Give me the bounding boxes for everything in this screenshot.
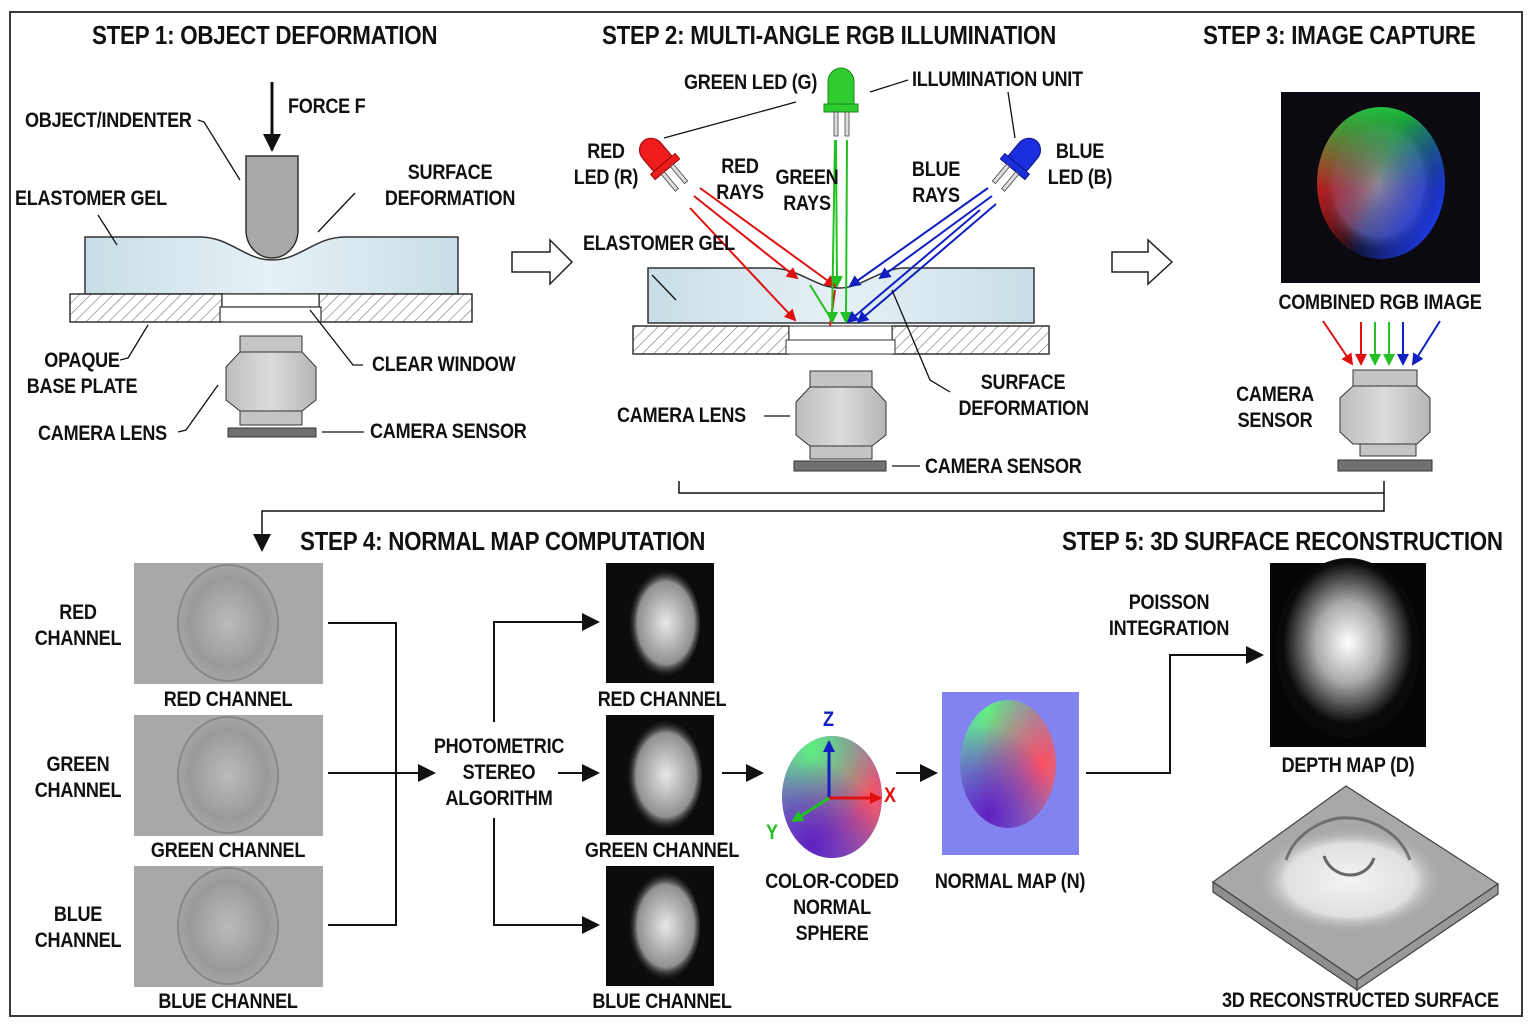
clear-window-lower xyxy=(219,306,322,323)
camera-sensor xyxy=(227,427,317,438)
output-red-channel-image xyxy=(606,563,714,683)
input-blue-channel-image xyxy=(134,866,323,987)
red-rays-label: RED RAYS xyxy=(716,155,764,204)
poisson-integration-label: POISSON INTEGRATION xyxy=(1108,591,1230,640)
input-red-channel-image xyxy=(134,563,323,684)
input-red-channel-caption: RED CHANNEL xyxy=(163,688,293,711)
output-connectors xyxy=(493,613,938,934)
camera-sensor-label-2: CAMERA SENSOR xyxy=(925,455,1082,478)
step4-illustration xyxy=(134,563,1079,987)
step2-title: STEP 2: MULTI-ANGLE RGB ILLUMINATION xyxy=(602,20,1057,50)
axis-z-label: Z xyxy=(823,708,834,731)
input-blue-channel-side-label: BLUE CHANNEL xyxy=(34,903,122,952)
input-blue-channel-caption: BLUE CHANNEL xyxy=(158,990,298,1013)
camera-sensor-3 xyxy=(1337,459,1433,472)
red-led xyxy=(639,137,689,192)
step2-leaders xyxy=(651,79,1016,467)
3d-reconstructed-surface xyxy=(1211,785,1500,992)
indenter-label: OBJECT/INDENTER xyxy=(25,109,192,132)
normal-map-label: NORMAL MAP (N) xyxy=(934,870,1086,893)
step1-to-step2-arrow xyxy=(511,238,574,286)
axis-y-label: Y xyxy=(766,821,778,844)
input-red-channel-side-label: RED CHANNEL xyxy=(34,601,122,650)
step4-title: STEP 4: NORMAL MAP COMPUTATION xyxy=(300,526,706,556)
photometric-stereo-label: PHOTOMETRIC STEREO ALGORITHM xyxy=(433,735,565,810)
surface-deformation-label-2: SURFACE DEFORMATION xyxy=(958,371,1090,420)
poisson-arrow xyxy=(1086,646,1264,774)
base-plate-right-2 xyxy=(891,325,1050,355)
illumination-unit-label: ILLUMINATION UNIT xyxy=(912,68,1083,91)
elastomer-gel-label-2: ELASTOMER GEL xyxy=(583,232,735,255)
red-led-label: RED LED (R) xyxy=(573,140,639,189)
green-rays-label: GREEN RAYS xyxy=(775,166,839,215)
green-led xyxy=(823,67,859,137)
output-green-channel-caption: GREEN CHANNEL xyxy=(584,839,740,862)
step1-title: STEP 1: OBJECT DEFORMATION xyxy=(92,20,438,50)
blue-rays xyxy=(846,187,997,324)
diagram-frame xyxy=(9,11,1523,1017)
opaque-base-plate-label: OPAQUE BASE PLATE xyxy=(26,349,138,398)
step1-leaders xyxy=(97,119,364,433)
output-green-channel-image xyxy=(606,715,714,835)
output-blue-channel-caption: BLUE CHANNEL xyxy=(592,990,732,1013)
camera-lens-3 xyxy=(1339,369,1431,457)
force-label: FORCE F xyxy=(288,95,366,118)
clear-window xyxy=(221,293,320,308)
opaque-base-plate-left xyxy=(69,293,223,323)
axis-x-label: X xyxy=(884,784,896,807)
green-led-label: GREEN LED (G) xyxy=(684,71,818,94)
depth-map-label: DEPTH MAP (D) xyxy=(1281,754,1415,777)
camera-lens-label-2: CAMERA LENS xyxy=(617,404,746,427)
step1-illustration xyxy=(69,82,473,438)
normal-map-image xyxy=(942,692,1079,855)
step2-illustration xyxy=(632,67,1050,472)
clear-window-2 xyxy=(788,325,893,341)
step3-to-step4-connector xyxy=(678,481,1385,494)
combined-rgb-image-label: COMBINED RGB IMAGE xyxy=(1278,291,1482,314)
camera-sensor-label: CAMERA SENSOR xyxy=(370,420,527,443)
blue-rays-label: BLUE RAYS xyxy=(911,158,961,207)
step5-illustration xyxy=(1086,558,1500,992)
blue-led-label: BLUE LED (B) xyxy=(1047,140,1113,189)
input-green-channel-side-label: GREEN CHANNEL xyxy=(34,753,122,802)
input-green-channel-image xyxy=(134,715,323,836)
input-green-channel-caption: GREEN CHANNEL xyxy=(150,839,306,862)
surface-deformation-label: SURFACE DEFORMATION xyxy=(384,161,516,210)
elastomer-gel-2 xyxy=(647,267,1035,324)
normal-sphere xyxy=(782,736,882,858)
camera-sensor-label-3: CAMERA SENSOR xyxy=(1236,383,1314,432)
camera-lens-label: CAMERA LENS xyxy=(38,422,167,445)
step5-title: STEP 5: 3D SURFACE RECONSTRUCTION xyxy=(1062,526,1503,556)
input-connectors xyxy=(328,622,436,926)
green-rays xyxy=(809,139,853,324)
camera-lens xyxy=(225,335,317,426)
camera-sensor-2 xyxy=(793,460,887,472)
normal-sphere-label: COLOR-CODED NORMAL SPHERE xyxy=(765,870,899,945)
opaque-base-plate-right xyxy=(318,293,473,323)
indenter xyxy=(245,155,299,259)
output-blue-channel-image xyxy=(606,866,714,986)
elastomer-gel-label: ELASTOMER GEL xyxy=(15,187,167,210)
step2-to-step3-arrow xyxy=(1111,238,1174,286)
output-red-channel-caption: RED CHANNEL xyxy=(597,688,727,711)
camera-lens-2 xyxy=(795,370,887,460)
clear-window-2-lower xyxy=(785,339,896,355)
base-plate-left-2 xyxy=(632,325,790,355)
step3-illustration xyxy=(1281,92,1480,472)
elastomer-gel xyxy=(84,236,459,295)
step3-to-step4-arrow xyxy=(253,493,1385,552)
clear-window-label: CLEAR WINDOW xyxy=(372,353,516,376)
step3-title: STEP 3: IMAGE CAPTURE xyxy=(1203,20,1476,50)
blue-led xyxy=(991,137,1041,192)
3d-surface-label: 3D RECONSTRUCTED SURFACE xyxy=(1221,989,1499,1012)
